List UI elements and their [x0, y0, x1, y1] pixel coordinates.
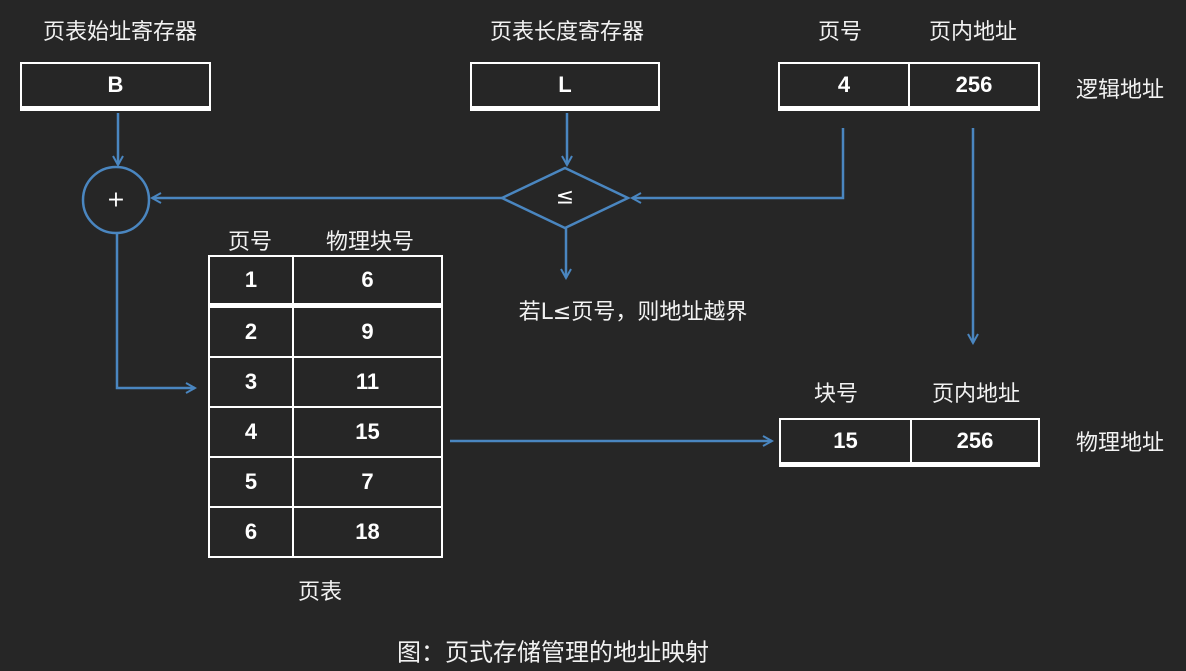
figure-caption: 图：页式存储管理的地址映射 [397, 638, 709, 667]
length-register-label: 页表长度寄存器 [489, 20, 645, 45]
cell-page: 4 [244, 419, 258, 444]
cell-frame: 9 [292, 308, 441, 356]
table-header-page: 页号 [227, 230, 273, 255]
compare-symbol: ≤ [555, 184, 575, 210]
cell-page: 6 [244, 519, 258, 544]
compare-diamond [499, 166, 631, 230]
cell-frame: 11 [292, 358, 441, 406]
base-register-label: 页表始址寄存器 [42, 20, 198, 45]
cell-page: 3 [244, 369, 258, 394]
bound-note: 若L≤页号，则地址越界 [518, 300, 748, 325]
cell-page: 1 [244, 267, 258, 292]
logical-address-box: 4 256 [778, 62, 1040, 111]
cell-frame: 7 [292, 458, 441, 506]
cell-page: 5 [244, 469, 258, 494]
cell-frame: 6 [292, 257, 441, 303]
logical-offset: 256 [908, 64, 1038, 106]
table-row: 6 18 [210, 506, 441, 556]
offset-label: 页内地址 [928, 20, 1018, 45]
adder-symbol: + [106, 187, 126, 213]
length-register-value: L [558, 72, 572, 97]
physical-offset: 256 [910, 420, 1038, 462]
cell-frame: 15 [292, 408, 441, 456]
base-register-box: B [20, 62, 211, 111]
physical-address-box: 15 256 [779, 418, 1040, 467]
table-row: 4 15 [210, 406, 441, 456]
logical-address-label: 逻辑地址 [1075, 78, 1165, 103]
cell-page: 2 [244, 319, 258, 344]
frame-number-label: 块号 [813, 382, 859, 407]
physical-frame: 15 [833, 428, 858, 453]
table-header-frame: 物理块号 [325, 230, 415, 255]
physical-address-label: 物理地址 [1075, 431, 1165, 456]
page-number-label: 页号 [817, 20, 863, 45]
page-table-label: 页表 [297, 580, 343, 605]
cell-frame: 18 [292, 508, 441, 556]
table-row: 3 11 [210, 356, 441, 406]
logical-page: 4 [837, 72, 851, 97]
physical-offset-label: 页内地址 [931, 382, 1021, 407]
base-register-value: B [107, 72, 124, 97]
length-register-box: L [470, 62, 660, 111]
